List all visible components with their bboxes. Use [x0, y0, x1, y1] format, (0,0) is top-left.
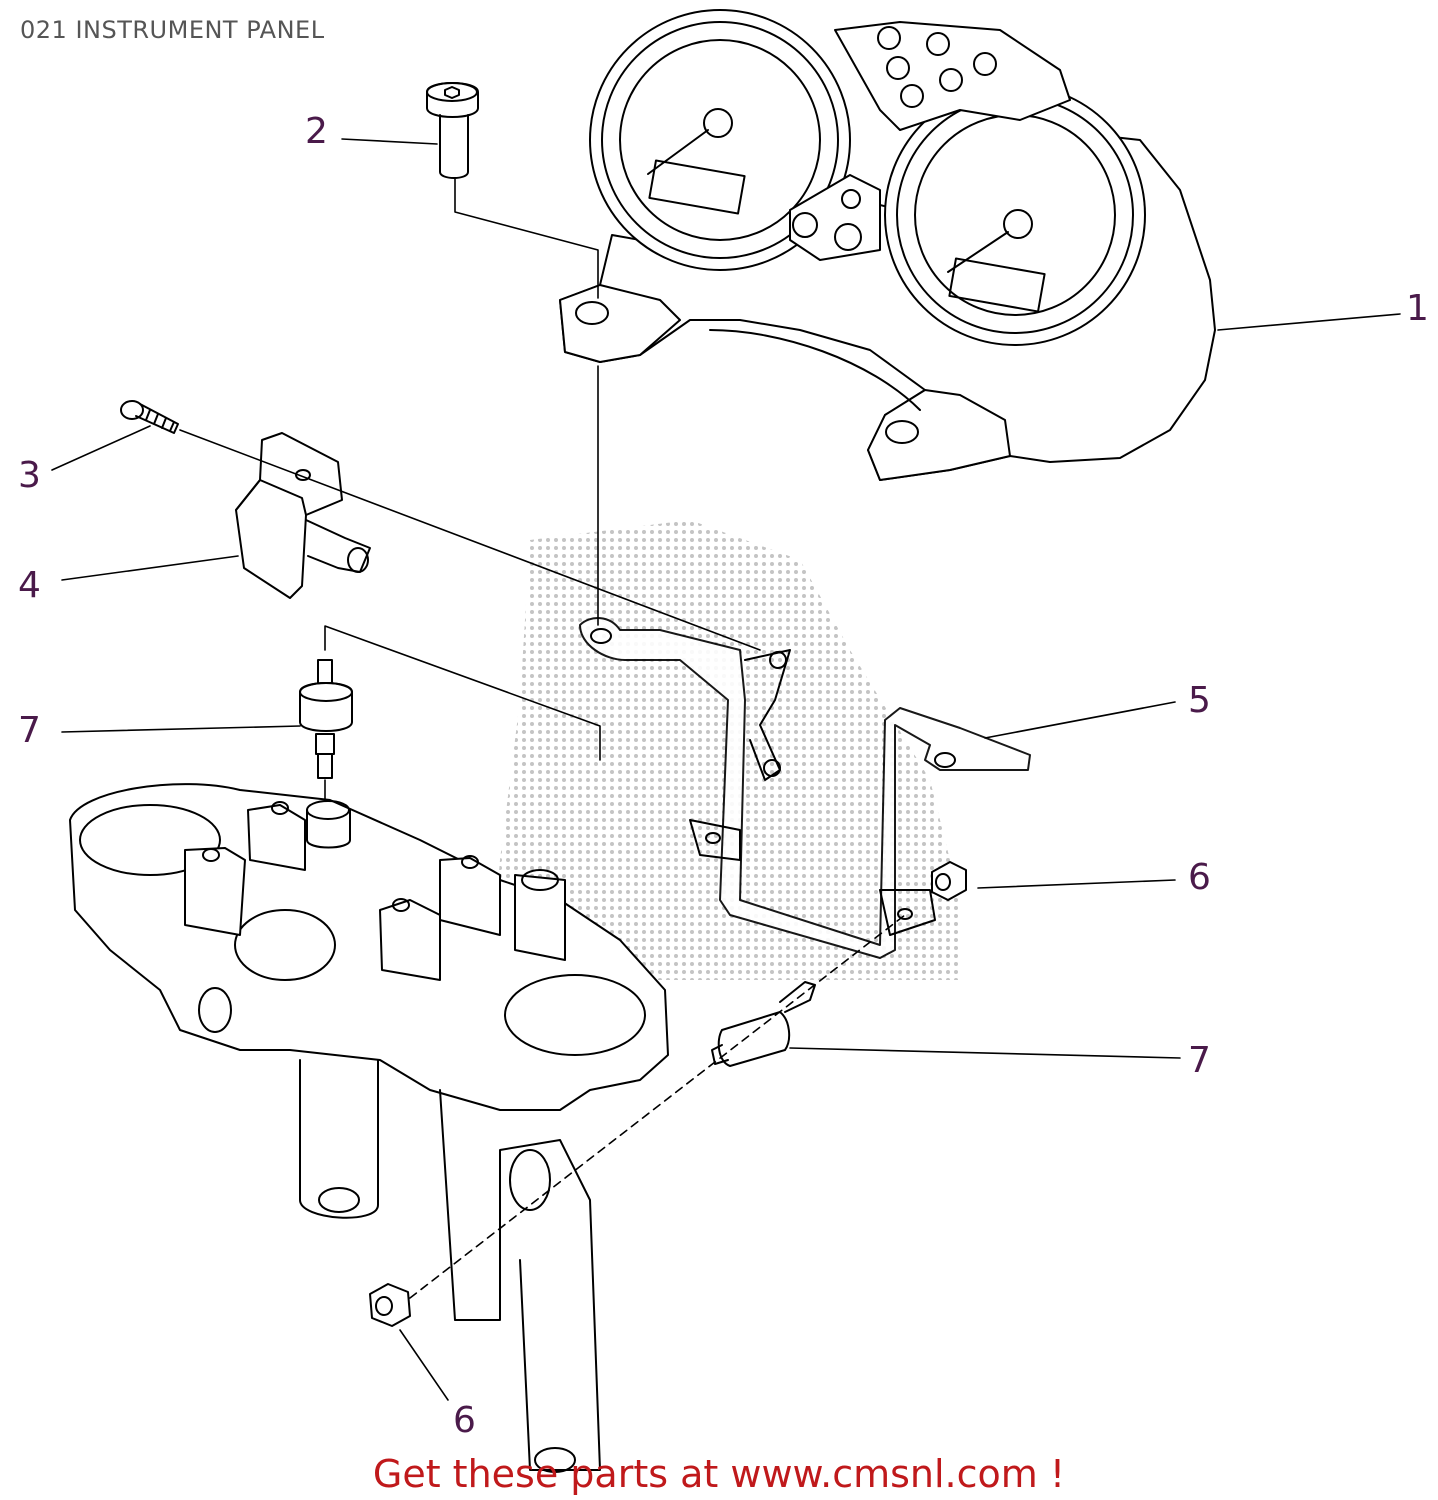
callout-4: 4 [18, 565, 41, 606]
callout-3: 3 [18, 455, 41, 496]
sensor-part-4 [235, 432, 371, 599]
callout-2: 2 [305, 111, 328, 152]
assembly-lines [51, 138, 1401, 1401]
nut-part-6-bottom [369, 1283, 411, 1327]
callout-1: 1 [1406, 288, 1429, 329]
triple-clamp [69, 783, 669, 1473]
instrument-panel-part-1 [559, 9, 1216, 481]
callout-6-bottom: 6 [453, 1400, 476, 1441]
callout-7-left: 7 [18, 710, 41, 751]
screw-part-3 [120, 400, 179, 434]
callout-6-right: 6 [1188, 857, 1211, 898]
callout-7-right: 7 [1188, 1040, 1211, 1081]
page-title: 021 INSTRUMENT PANEL [20, 16, 325, 44]
spacer-part-7-right [711, 981, 816, 1067]
parts-shop-link[interactable]: Get these parts at www.cmsnl.com ! [372, 1452, 1066, 1496]
callout-5: 5 [1188, 680, 1211, 721]
bracket-part-5 [579, 617, 1031, 959]
bolt-part-2 [426, 82, 479, 179]
spacer-part-7-left [299, 659, 353, 779]
nut-part-6-right [931, 861, 967, 901]
